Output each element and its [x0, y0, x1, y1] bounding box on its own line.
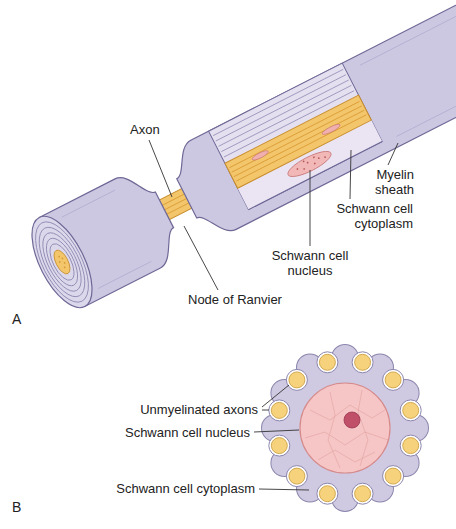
schwann-cell-cross-section	[262, 345, 428, 511]
panel-letter: A	[12, 312, 21, 327]
part-label: Node of Ranvier	[188, 292, 282, 307]
part-label: Unmyelinated axons	[140, 402, 258, 417]
part-label: Schwann cell nucleus	[125, 425, 250, 440]
panel-letter: B	[12, 500, 21, 515]
part-label: Schwann cell cytoplasm	[327, 201, 413, 231]
part-label: Schwann cell cytoplasm	[116, 481, 255, 496]
leader-lines	[254, 385, 309, 490]
part-label: Axon	[130, 122, 160, 137]
part-label: Myelin sheath	[362, 167, 414, 197]
myelinated-axon	[20, 0, 456, 317]
part-label: Schwann cell nucleus	[267, 248, 353, 278]
